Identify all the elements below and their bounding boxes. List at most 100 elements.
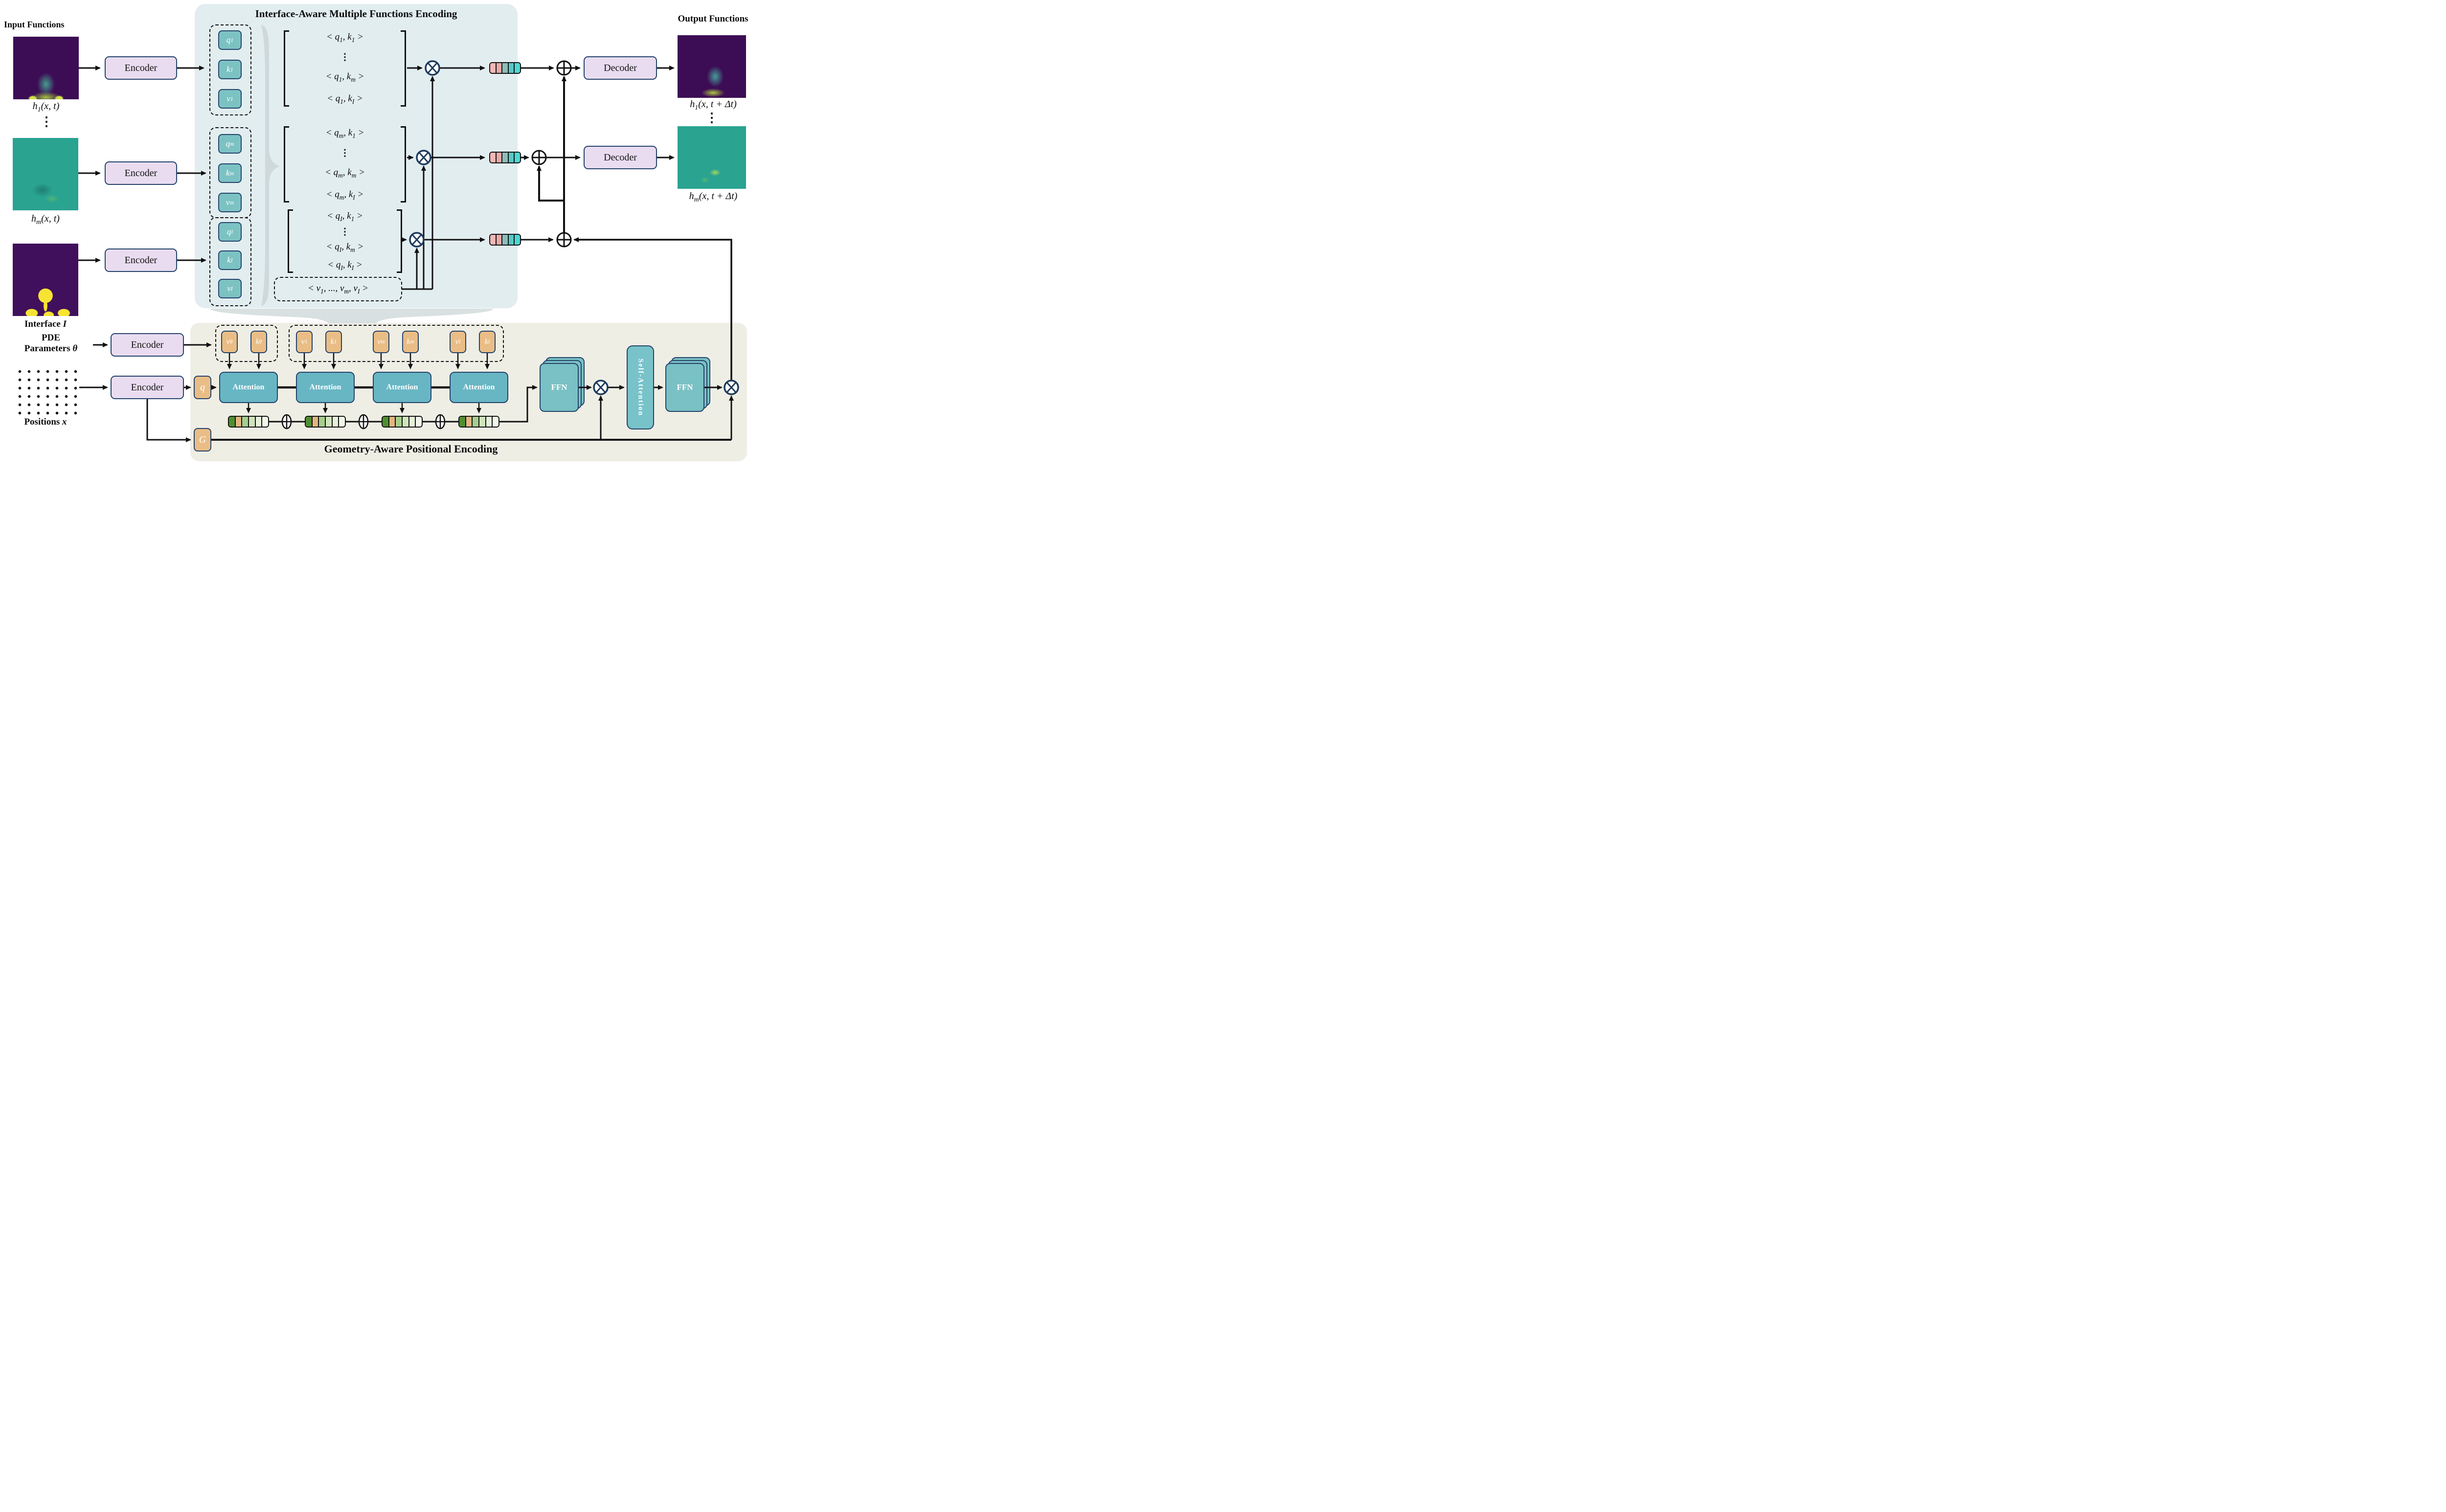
ffn1-block: FFN (540, 363, 579, 412)
encoder-positions: Encoder (111, 376, 184, 399)
input-ellipsis: ⋮ (40, 114, 53, 129)
input-label-hm: hm(x, t) (31, 213, 60, 226)
token-cell (507, 153, 514, 162)
ffn2-block: FFN (665, 363, 704, 412)
matrix-row: < q1, k1 > (326, 32, 363, 44)
token-cell (490, 153, 496, 162)
token-cell (490, 63, 496, 73)
token-cell (459, 417, 465, 427)
token-cell (485, 417, 492, 427)
attention-block-3: Attention (373, 372, 431, 403)
output-image-hm (678, 126, 746, 189)
token-cell (261, 417, 268, 427)
pos-strip-2 (305, 416, 346, 428)
G-box: G (194, 428, 211, 451)
matrix-ellipsis: ⋮ (340, 52, 350, 63)
value-vector-label: < v1, ..., vm, vI > (308, 283, 368, 295)
decoder-h1: Decoder (584, 56, 657, 80)
output-functions-title: Output Functions (678, 14, 748, 24)
funnel-shape (210, 309, 493, 323)
encoding-panel (195, 4, 518, 308)
token-cell (248, 417, 255, 427)
token-cell (408, 417, 415, 427)
output-label-hm: hm(x, t + Δt) (689, 191, 738, 203)
self-attention-block: Self-Attention (627, 345, 654, 429)
pde-label-line2: Parameters θ (24, 343, 78, 354)
pos-strip-3 (382, 416, 423, 428)
matrix-row: < qm, kI > (326, 189, 364, 201)
pos-strip-1 (228, 416, 269, 428)
add-icon (556, 232, 572, 248)
token-cell (325, 417, 332, 427)
value-vector-box: < v1, ..., vm, vI > (274, 277, 402, 301)
function-pairs-group (289, 325, 504, 362)
token-cell (331, 417, 339, 427)
matrix-row: < qI, k1 > (327, 211, 363, 223)
token-cell (490, 235, 496, 245)
token-strip-I (489, 234, 521, 246)
token-cell (501, 235, 508, 245)
output-image-h1 (678, 35, 746, 98)
token-cell (495, 153, 502, 162)
token-cell (495, 63, 502, 73)
add-icon (531, 150, 547, 165)
token-cell (338, 417, 345, 427)
matrix-row: < q1, km > (325, 71, 364, 83)
positions-label: Positions x (24, 417, 67, 427)
add-icon (556, 60, 572, 76)
attention-block-4: Attention (450, 372, 508, 403)
architecture-diagram: Interface-Aware Multiple Functions Encod… (0, 0, 756, 462)
encoder-hm: Encoder (105, 161, 177, 185)
qkv-group-1 (209, 24, 251, 115)
token-cell (514, 235, 520, 245)
token-cell (495, 235, 502, 245)
token-cell (383, 417, 388, 427)
output-label-h1: h1(x, t + Δt) (690, 99, 737, 112)
token-cell (241, 417, 249, 427)
input-functions-title: Input Functions (4, 20, 65, 29)
qk-matrix-m: < qm, k1 > ⋮ < qm, km > < qm, kI > (284, 126, 406, 203)
token-cell (507, 235, 514, 245)
q-box: q (194, 376, 211, 399)
input-label-h1: h1(x, t) (32, 101, 60, 113)
matrix-row: < q1, kI > (327, 93, 363, 105)
positional-panel-title: Geometry-Aware Positional Encoding (324, 443, 498, 455)
token-cell (306, 417, 312, 427)
token-cell (402, 417, 408, 427)
token-cell (395, 417, 402, 427)
matrix-row: < qI, kI > (327, 259, 362, 271)
token-strip-m (489, 152, 521, 163)
token-cell (465, 417, 472, 427)
interface-image (13, 244, 78, 316)
token-cell (388, 417, 395, 427)
pos-strip-4 (458, 416, 499, 428)
token-cell (234, 417, 242, 427)
matrix-row: < qm, km > (325, 167, 365, 179)
attention-block-2: Attention (296, 372, 355, 403)
token-cell (514, 63, 520, 73)
token-strip-1 (489, 62, 521, 74)
qk-matrix-I: < qI, k1 > ⋮ < qI, km > < qI, kI > (288, 209, 402, 273)
matrix-ellipsis: ⋮ (340, 148, 350, 158)
matrix-row: < qI, km > (326, 242, 364, 254)
interface-label: Interface I (24, 319, 67, 329)
token-cell (507, 63, 514, 73)
token-cell (478, 417, 485, 427)
token-cell (501, 63, 508, 73)
theta-pair-group (215, 325, 278, 362)
positions-grid (14, 366, 78, 415)
token-cell (514, 153, 520, 162)
